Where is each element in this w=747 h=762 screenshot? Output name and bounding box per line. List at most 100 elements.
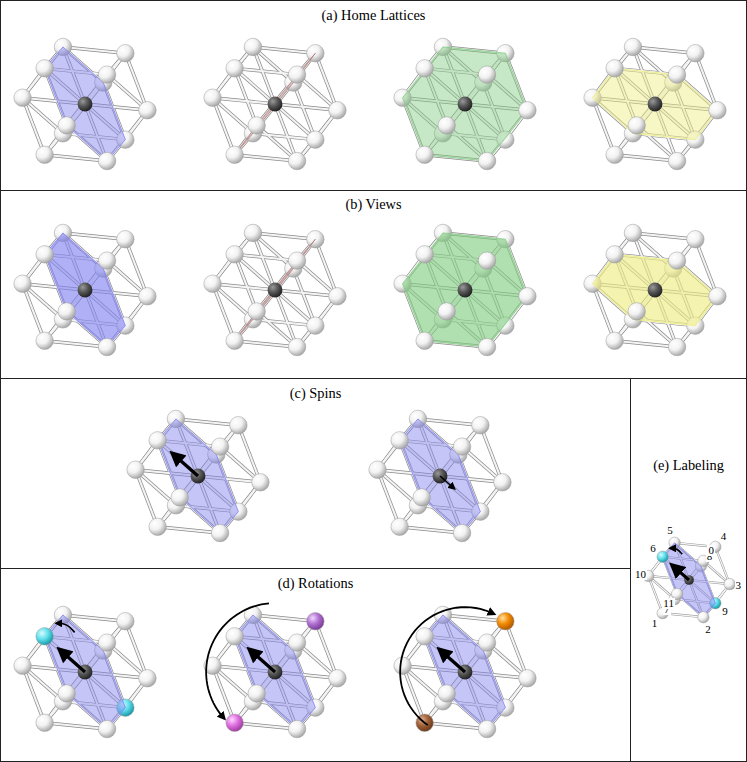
atom: [288, 720, 305, 737]
atom: [438, 303, 455, 320]
rod: [63, 233, 125, 239]
rod-outline: [253, 133, 315, 139]
rod: [253, 233, 275, 290]
atom: [478, 152, 495, 169]
atom: [149, 518, 166, 535]
atom: [211, 438, 228, 455]
rod: [297, 110, 337, 161]
rod: [158, 527, 220, 533]
atom: [252, 474, 269, 491]
atom: [519, 288, 536, 305]
atom: [687, 230, 704, 247]
lattice: [584, 38, 726, 170]
atom: [226, 60, 243, 77]
lattice-plane: [403, 233, 528, 347]
atom: [668, 252, 685, 269]
lattice-plane: [403, 47, 528, 161]
lattice-plane: [45, 615, 126, 729]
lattice-plane: [425, 615, 506, 729]
atom: [687, 44, 704, 61]
rod-outline: [633, 233, 695, 239]
atom: [329, 288, 346, 305]
highlighted-atom: [497, 612, 514, 629]
rod: [253, 47, 315, 53]
atom: [438, 117, 455, 134]
spin-arrow: [440, 476, 454, 488]
atom: [204, 89, 221, 106]
atom: [244, 38, 261, 55]
rod-outline: [235, 254, 297, 260]
rotation-arrow: [57, 623, 75, 632]
atom: [478, 66, 495, 83]
rotation-arrow: [670, 548, 682, 554]
rod: [253, 133, 315, 139]
lattice-plane: [235, 239, 316, 341]
rod-outline: [253, 233, 315, 239]
panel-heading: (a) Home Lattices: [1, 7, 746, 24]
atom: [117, 230, 134, 247]
lattice: [369, 410, 511, 542]
atom: [668, 152, 685, 169]
rod-outline: [176, 419, 238, 425]
rod: [615, 341, 677, 347]
atom: [149, 432, 166, 449]
atom: [478, 634, 495, 651]
center-atom: [78, 97, 93, 112]
rod: [235, 723, 297, 729]
atom: [606, 60, 623, 77]
atom: [709, 288, 726, 305]
rod: [45, 341, 107, 347]
rod: [418, 419, 480, 425]
center-atom: [648, 97, 663, 112]
lattice-plane: [45, 233, 126, 347]
spin-arrow: [250, 650, 275, 672]
lattice: [14, 38, 156, 170]
atom-label: 6: [649, 543, 657, 554]
rod: [275, 104, 337, 110]
rod: [443, 615, 505, 621]
atom: [244, 224, 261, 241]
rod-outline: [45, 723, 107, 729]
rod-outline: [253, 319, 315, 325]
atom: [14, 275, 31, 292]
rotation-arrow: [206, 603, 269, 718]
atom: [494, 474, 511, 491]
atom: [307, 317, 324, 334]
rod-outline: [235, 155, 297, 161]
atom: [36, 332, 53, 349]
atom: [628, 303, 645, 320]
panel-heading: (c) Spins: [1, 385, 630, 402]
rod-outline: [615, 155, 677, 161]
atom: [36, 246, 53, 263]
rod-outline: [63, 47, 125, 53]
rod-outline: [45, 155, 107, 161]
panel-heading: (e) Labeling: [631, 457, 746, 474]
rod-outline: [235, 723, 297, 729]
lattice-plane: [45, 47, 126, 161]
rod: [425, 723, 487, 729]
atom: [478, 720, 495, 737]
rod: [400, 527, 462, 533]
atom: [288, 252, 305, 269]
atom: [519, 102, 536, 119]
atom: [204, 275, 221, 292]
panel-heading: (b) Views: [1, 196, 746, 213]
highlighted-atom: [226, 714, 243, 731]
atom: [519, 670, 536, 687]
rod: [213, 284, 275, 290]
spin-arrow: [60, 650, 85, 672]
rod: [235, 254, 297, 260]
rod: [275, 290, 337, 296]
atom-label: 2: [704, 624, 712, 635]
atom: [98, 152, 115, 169]
rod: [253, 615, 315, 621]
center-atom: [458, 97, 473, 112]
rod-outline: [235, 68, 297, 74]
lattice-plane: [158, 419, 239, 533]
rod-outline: [213, 284, 275, 290]
atom: [226, 146, 243, 163]
atom-label: 1: [651, 618, 659, 629]
atom: [438, 685, 455, 702]
rod-outline: [297, 110, 337, 161]
atom: [606, 146, 623, 163]
